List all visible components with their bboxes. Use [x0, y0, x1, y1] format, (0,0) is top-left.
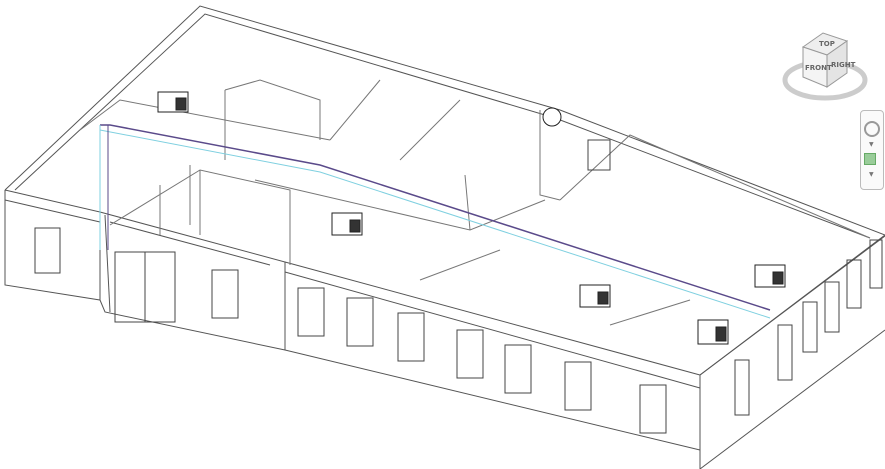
navigation-bar: ▼ ▼: [860, 110, 884, 190]
ceiling-fan: [542, 107, 562, 127]
hvac-unit: [579, 284, 611, 308]
duct-run: [99, 124, 771, 319]
interior-walls: [79, 79, 871, 326]
viewcube-right-label: RIGHT: [831, 61, 856, 69]
hvac-unit: [697, 319, 729, 345]
viewcube-top-label: TOP: [819, 40, 835, 48]
hvac-unit: [754, 264, 786, 288]
viewcube-front-label: FRONT: [805, 64, 832, 72]
chevron-down-icon[interactable]: ▼: [869, 141, 874, 148]
viewcube-right-face[interactable]: [826, 40, 848, 88]
chevron-down-icon[interactable]: ▼: [869, 171, 874, 178]
steering-wheel-icon[interactable]: [864, 121, 880, 137]
zoom-region-icon[interactable]: [864, 153, 876, 165]
hvac-units: [157, 91, 786, 345]
hvac-unit: [331, 212, 363, 236]
building-outline: [4, 5, 885, 469]
hvac-unit: [157, 91, 189, 113]
windows: [34, 139, 883, 434]
viewcube[interactable]: TOP FRONT RIGHT: [775, 25, 885, 105]
